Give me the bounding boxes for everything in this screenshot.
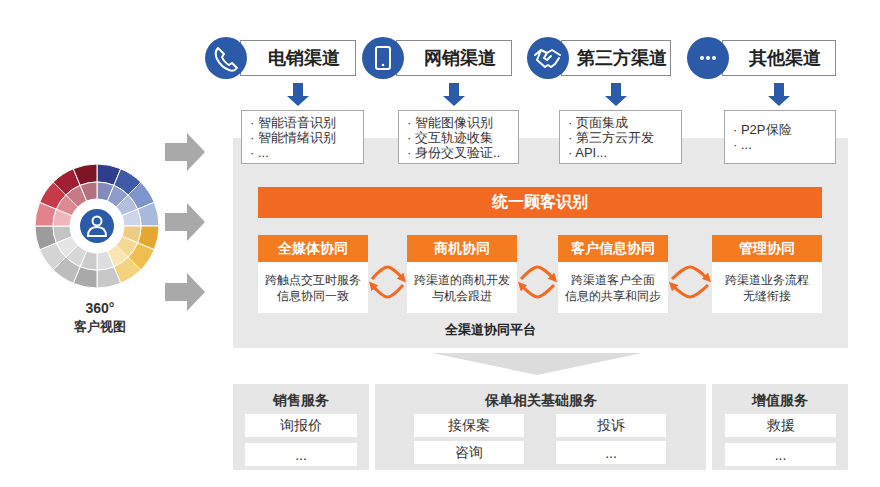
sync-cycle-arrow <box>521 267 554 297</box>
grey-arrow <box>165 203 205 241</box>
person-badge <box>80 209 114 243</box>
feature-item: · ... <box>250 145 355 160</box>
group-title: 销售服务 <box>233 392 369 410</box>
service-cell: 接保案 <box>414 414 524 437</box>
service-name: 接保案 <box>448 417 490 435</box>
service-name: ... <box>295 447 307 463</box>
phone-icon <box>205 37 247 79</box>
flow-arrow <box>768 83 790 106</box>
feature-list-box: · P2P保险· ... <box>724 110 836 164</box>
person-body <box>88 227 106 236</box>
feature-item: · 页面集成 <box>568 115 673 130</box>
grey-arrow <box>165 133 205 171</box>
cycle-arc <box>521 267 554 279</box>
flow-arrow <box>605 83 627 106</box>
feature-item: · 智能语音识别 <box>250 115 355 130</box>
wheel-segment <box>80 182 97 201</box>
cycle-arc <box>372 285 403 297</box>
collaboration-box: 商机协同跨渠道的商机开发 与机会跟进 <box>407 235 517 313</box>
wheel-segment <box>97 251 114 270</box>
channel-pill: 电销渠道 <box>240 40 356 76</box>
cycle-arc <box>672 267 708 279</box>
channel-name: 网销渠道 <box>424 46 496 70</box>
collaboration-box: 全媒体协同跨触点交互时服务 信息协同一致 <box>258 235 368 313</box>
service-name: 询报价 <box>280 417 322 435</box>
group-title: 保单相关基础服务 <box>375 392 706 410</box>
identity-bar: 统一顾客识别 <box>258 187 822 218</box>
cycle-arc <box>672 285 708 297</box>
feature-item: · ... <box>733 137 827 152</box>
service-cell: 救援 <box>725 414 836 437</box>
service-name: ... <box>775 447 787 463</box>
input-arrows <box>165 133 205 311</box>
collaboration-box: 客户信息协同跨渠道客户全面 信息的共享和同步 <box>558 235 668 313</box>
sync-cycle-arrow <box>372 267 403 297</box>
feature-item: · 身份交叉验证.. <box>407 145 510 160</box>
service-name: 咨询 <box>455 444 483 462</box>
view-label: 360° <box>50 300 150 316</box>
channel-name: 其他渠道 <box>749 46 821 70</box>
channel-name: 第三方渠道 <box>577 46 667 70</box>
collaboration-box: 管理协同跨渠道业务流程 无缝衔接 <box>712 235 822 313</box>
collab-text: 全媒体协同 <box>258 235 368 262</box>
service-name: ... <box>605 445 617 461</box>
group-title: 增值服务 <box>712 392 848 410</box>
tablet-icon <box>362 37 404 79</box>
channel-name: 电销渠道 <box>268 46 340 70</box>
service-cell: 投诉 <box>556 414 666 437</box>
down-chevron <box>432 353 642 375</box>
collab-text: 跨触点交互时服务 信息协同一致 <box>258 262 368 313</box>
more-icon <box>687 37 729 79</box>
wheel-hub <box>71 200 123 252</box>
sync-cycle-arrow <box>672 267 708 297</box>
collab-text: 跨渠道客户全面 信息的共享和同步 <box>558 262 668 313</box>
feature-item: · 智能情绪识别 <box>250 130 355 145</box>
feature-list-box: · 智能图像识别· 交互轨迹收集· 身份交叉验证.. <box>398 110 519 164</box>
feature-item: · 智能图像识别 <box>407 115 510 130</box>
block-arrow <box>443 83 465 106</box>
service-cell: ... <box>556 441 666 464</box>
service-cell: ... <box>725 443 836 466</box>
grey-arrow <box>165 273 205 311</box>
block-arrow <box>605 83 627 106</box>
wheel-segment <box>53 226 72 243</box>
service-cell: 咨询 <box>414 441 524 464</box>
block-arrow <box>768 83 790 106</box>
flow-arrow <box>287 83 309 106</box>
cycle-arc <box>372 267 403 279</box>
service-cell: ... <box>245 443 357 466</box>
feature-item: · 第三方云开发 <box>568 130 673 145</box>
person-head <box>93 217 102 226</box>
bar-title: 统一顾客识别 <box>492 192 588 213</box>
service-group: 销售服务询报价... <box>233 384 369 470</box>
feature-item: · API... <box>568 145 673 160</box>
service-cell: 询报价 <box>245 414 357 437</box>
panel-title: 全渠道协同平台 <box>233 321 748 339</box>
channel-pill: 网销渠道 <box>396 40 512 76</box>
service-group: 增值服务救援... <box>712 384 848 470</box>
flow-arrow <box>443 83 465 106</box>
collab-text: 跨渠道业务流程 无缝衔接 <box>712 262 822 313</box>
service-name: 投诉 <box>597 417 625 435</box>
service-name: 救援 <box>767 417 795 435</box>
feature-list-box: · 页面集成· 第三方云开发· API... <box>559 110 682 164</box>
cycle-arc <box>521 285 554 297</box>
collab-text: 跨渠道的商机开发 与机会跟进 <box>407 262 517 313</box>
handshake-icon <box>527 37 569 79</box>
feature-list-box: · 智能语音识别· 智能情绪识别· ... <box>241 110 364 164</box>
platform-panel: 全渠道协同平台统一顾客识别全媒体协同跨触点交互时服务 信息协同一致商机协同跨渠道… <box>233 138 848 348</box>
view-label: 客户视图 <box>50 318 150 336</box>
collab-text: 客户信息协同 <box>558 235 668 262</box>
feature-item: · 交互轨迹收集 <box>407 130 510 145</box>
channel-pill: 第三方渠道 <box>561 40 671 76</box>
collab-text: 商机协同 <box>407 235 517 262</box>
wheel-segment <box>122 209 141 226</box>
customer-view-wheel <box>35 164 159 288</box>
block-arrow <box>287 83 309 106</box>
channel-pill: 其他渠道 <box>722 40 836 76</box>
feature-item: · P2P保险 <box>733 122 827 137</box>
service-group: 保单相关基础服务接保案 投诉咨询... <box>375 384 706 470</box>
collab-text: 管理协同 <box>712 235 822 262</box>
